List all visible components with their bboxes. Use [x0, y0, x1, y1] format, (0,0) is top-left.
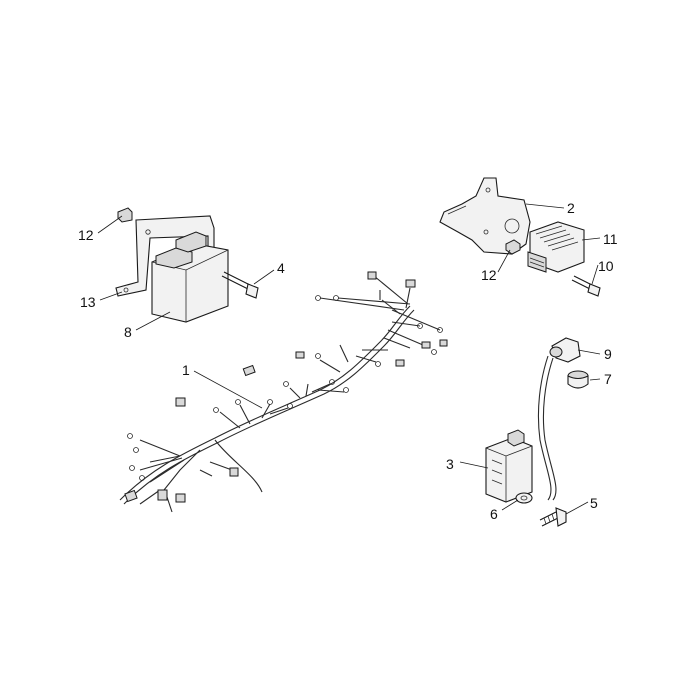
control-unit-box [151, 231, 229, 323]
callout-5: 5 [590, 495, 598, 511]
callout-12-left: 12 [78, 227, 94, 243]
callout-1: 1 [182, 362, 190, 378]
callouts: 1 2 3 4 5 6 7 8 9 10 11 12 12 13 [78, 200, 618, 522]
callout-9: 9 [604, 346, 612, 362]
callout-12-right: 12 [481, 267, 497, 283]
mounting-bracket [115, 215, 215, 308]
washer [515, 492, 533, 504]
small-clip-left [117, 207, 133, 223]
callout-13: 13 [80, 294, 96, 310]
callout-3: 3 [446, 456, 454, 472]
hv-lead [537, 355, 557, 501]
callout-8: 8 [124, 324, 132, 340]
callout-10: 10 [598, 258, 614, 274]
callout-11: 11 [603, 231, 618, 247]
voltage-regulator [527, 221, 585, 273]
callout-4: 4 [277, 260, 285, 276]
ignition-coil [485, 429, 533, 503]
callout-2: 2 [567, 200, 575, 216]
callout-6: 6 [490, 506, 498, 522]
screw-5 [539, 507, 567, 527]
rubber-cap [567, 370, 589, 389]
callout-7: 7 [604, 371, 612, 387]
leader-lines [97, 203, 601, 515]
screw-4 [221, 271, 259, 299]
wiring-harness [119, 271, 448, 513]
mounting-plate [439, 177, 531, 255]
screw-10 [571, 275, 601, 297]
spark-plug-cap [549, 337, 581, 363]
